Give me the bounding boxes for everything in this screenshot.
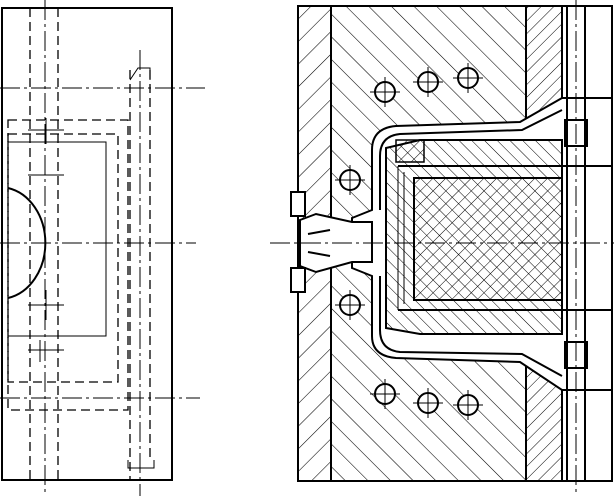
plan-dashed-outline-outer bbox=[7, 119, 129, 411]
plan-dashed-outline-mid bbox=[7, 133, 119, 383]
locating-ring-top bbox=[290, 191, 306, 217]
part-wall-outline bbox=[379, 109, 563, 210]
part-wall-outline bbox=[379, 276, 563, 377]
plan-outer-plate bbox=[1, 7, 173, 481]
section-view bbox=[270, 0, 614, 496]
plan-view bbox=[0, 0, 205, 496]
plan-cross-marks bbox=[28, 118, 64, 362]
plan-guide-pin-top bbox=[129, 67, 151, 81]
inner-core bbox=[413, 177, 563, 301]
small-insert bbox=[395, 139, 425, 163]
plan-guide-pin-bottom bbox=[127, 460, 155, 469]
cooling-channel-crosses bbox=[335, 63, 483, 420]
sprue-taper bbox=[307, 229, 331, 257]
plan-cavity-rect bbox=[7, 141, 107, 337]
locating-ring-bottom bbox=[290, 267, 306, 293]
